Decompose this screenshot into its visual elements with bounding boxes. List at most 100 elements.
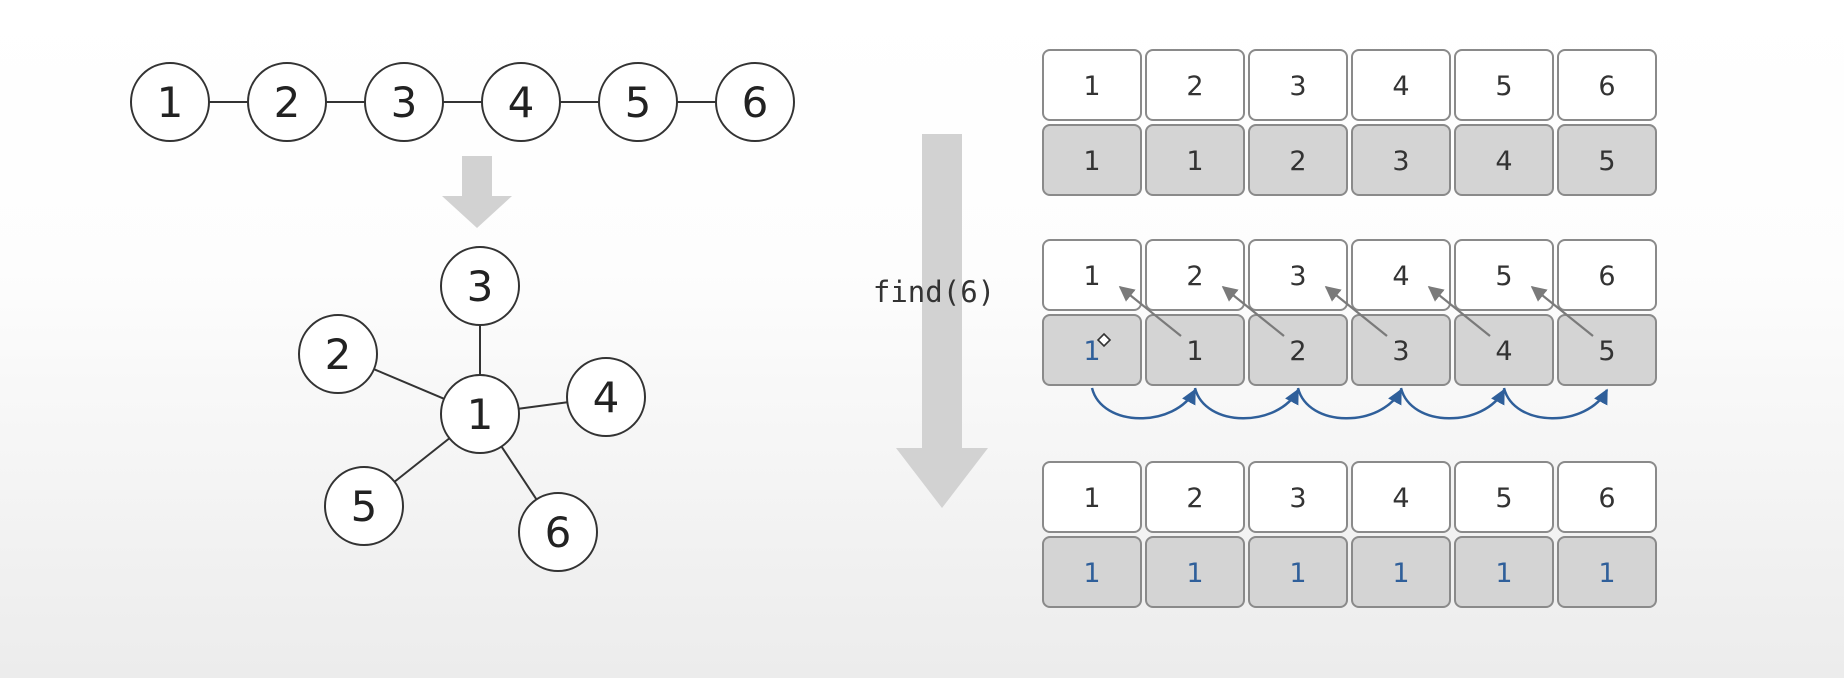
parent-cell-label: 2: [1289, 146, 1306, 177]
index-cell-label: 4: [1392, 71, 1409, 102]
parent-cell-label: 4: [1495, 336, 1512, 367]
index-cell: [1351, 49, 1451, 121]
parent-cell: [1557, 314, 1657, 386]
star-edges: [373, 325, 568, 501]
chain-graph: 1 2 3 4 5 6: [130, 62, 795, 142]
parent-cell: [1351, 314, 1451, 386]
parent-cell-label: 1: [1186, 558, 1203, 589]
star-leaf-node-label: 3: [467, 262, 494, 311]
star-edge: [373, 368, 445, 400]
compression-arrow: [1502, 387, 1609, 420]
parent-cell: [1557, 536, 1657, 608]
index-cell-label: 3: [1289, 71, 1306, 102]
star-leaf-node-label: 2: [325, 330, 352, 379]
index-cell-label: 4: [1392, 261, 1409, 292]
parent-cell: [1351, 536, 1451, 608]
index-cell-label: 1: [1083, 71, 1100, 102]
star-nodes: 1 2 3 4 5 6: [298, 246, 646, 572]
chain-node-circle: [247, 62, 327, 142]
star-leaf-node-label: 4: [593, 373, 620, 422]
parent-cell-label: 1: [1083, 146, 1100, 177]
index-cell-label: 3: [1289, 261, 1306, 292]
parent-pointer-arrow: [1530, 286, 1594, 337]
star-center-node: 1: [440, 374, 520, 454]
star-graph: 1 2 3 4 5 6: [298, 246, 646, 572]
index-cell: [1454, 49, 1554, 121]
index-cell: [1557, 239, 1657, 311]
index-cell: [1454, 461, 1554, 533]
star-edge: [393, 437, 451, 483]
parent-cell: [1248, 314, 1348, 386]
index-cell-label: 3: [1289, 483, 1306, 514]
chain-node-label: 1: [157, 78, 184, 127]
star-edge: [518, 401, 568, 410]
parent-cell: [1145, 314, 1245, 386]
parent-cell: [1042, 536, 1142, 608]
chain-node: 1: [130, 62, 210, 142]
chain-node-circle: [481, 62, 561, 142]
parent-cell-label: 1: [1083, 336, 1100, 367]
chain-node-label: 6: [742, 78, 769, 127]
chain-node-label: 2: [274, 78, 301, 127]
parent-cell-label: 2: [1289, 336, 1306, 367]
parent-cell: [1351, 124, 1451, 196]
chain-node-label: 3: [391, 78, 418, 127]
index-cell-label: 6: [1598, 71, 1615, 102]
index-cell: [1145, 239, 1245, 311]
star-leaf-node-label: 6: [545, 508, 572, 557]
parent-cell: [1248, 536, 1348, 608]
path-compression-arrows: [1090, 387, 1609, 420]
star-leaf-node: 3: [440, 246, 520, 326]
star-leaf-node: 6: [518, 492, 598, 572]
chain-nodes: 1 2 3 4 5 6: [130, 62, 795, 142]
index-cell: [1248, 49, 1348, 121]
star-leaf-node-circle: [440, 246, 520, 326]
index-cell: [1145, 461, 1245, 533]
index-cell-label: 5: [1495, 483, 1512, 514]
index-cell-label: 4: [1392, 483, 1409, 514]
parent-cell: [1145, 536, 1245, 608]
parent-pointer-arrow: [1427, 286, 1491, 337]
chain-node: 6: [715, 62, 795, 142]
star-leaf-node-circle: [324, 466, 404, 546]
parent-cell-label: 3: [1392, 146, 1409, 177]
compression-arrow: [1090, 387, 1197, 420]
chain-node: 2: [247, 62, 327, 142]
parent-cell-label: 1: [1598, 558, 1615, 589]
chain-node: 5: [598, 62, 678, 142]
index-cell: [1557, 49, 1657, 121]
parent-cell: [1454, 314, 1554, 386]
index-cell: [1042, 239, 1142, 311]
parent-cell-label: 1: [1392, 558, 1409, 589]
index-cell-label: 1: [1083, 483, 1100, 514]
star-edge: [500, 445, 538, 501]
star-leaf-node: 5: [324, 466, 404, 546]
parent-cell-label: 4: [1495, 146, 1512, 177]
star-leaf-node: 4: [566, 357, 646, 437]
index-cell: [1042, 461, 1142, 533]
parent-pointer-arrow: [1221, 286, 1285, 337]
parent-cell: [1454, 124, 1554, 196]
index-cell: [1454, 239, 1554, 311]
star-center-node-label: 1: [467, 390, 494, 439]
index-cell-label: 5: [1495, 71, 1512, 102]
star-leaf-node-circle: [518, 492, 598, 572]
star-leaf-node-circle: [566, 357, 646, 437]
chain-node-circle: [130, 62, 210, 142]
index-cell-label: 2: [1186, 483, 1203, 514]
index-cell-label: 5: [1495, 261, 1512, 292]
parent-cell-label: 1: [1289, 558, 1306, 589]
index-cell-label: 6: [1598, 483, 1615, 514]
chain-node-label: 4: [508, 78, 535, 127]
parent-cell-label: 1: [1186, 336, 1203, 367]
index-cell-label: 6: [1598, 261, 1615, 292]
star-leaf-node: 2: [298, 314, 378, 394]
operation-label: find(6): [873, 275, 995, 309]
chain-node-circle: [715, 62, 795, 142]
chain-node-label: 5: [625, 78, 652, 127]
